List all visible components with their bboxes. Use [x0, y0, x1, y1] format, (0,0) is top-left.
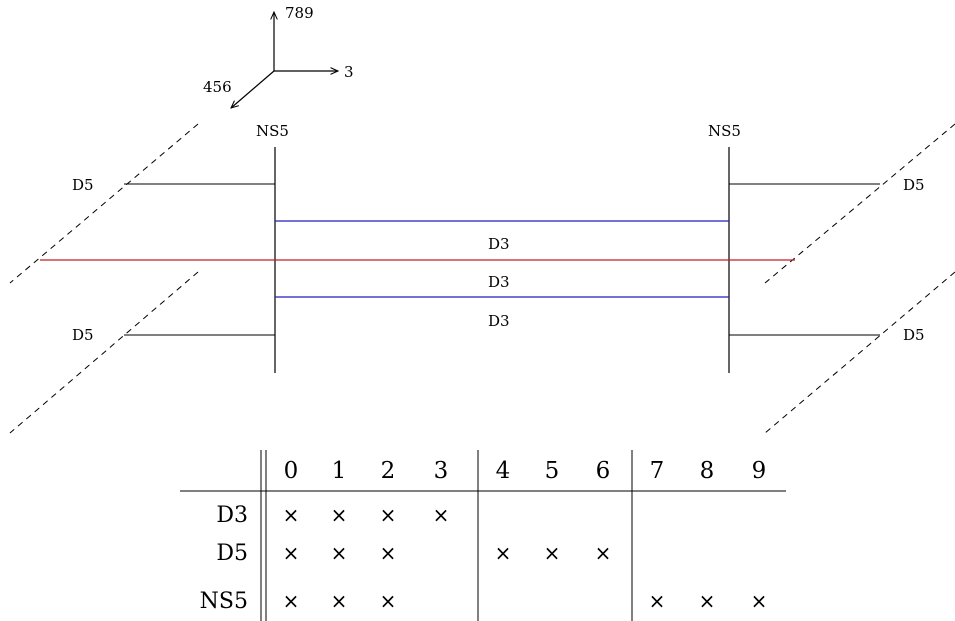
- axis-diag-arrow: [231, 70, 275, 108]
- dashed-line-left-upper: [9, 123, 199, 284]
- table-cell-mark: ×: [331, 541, 348, 565]
- d5-dashed-lines: [9, 123, 955, 434]
- table-row-name: D3: [216, 503, 248, 528]
- table-cell-mark: ×: [380, 541, 397, 565]
- table-cell-mark: ×: [380, 503, 397, 527]
- brane-table: 0 1 2 3 4 5 6 7 8 9D3 × × × × D5 × × × × × × NS5 × × × × × ×: [180, 450, 786, 621]
- table-cell-mark: ×: [649, 589, 666, 613]
- table-row-name: NS5: [200, 589, 248, 614]
- table-cell-mark: ×: [544, 541, 561, 565]
- axis-label-456: 456: [203, 78, 232, 96]
- table-col-header: 3: [434, 458, 449, 484]
- table-cell-mark: ×: [495, 541, 512, 565]
- d3-label-3: D3: [488, 312, 510, 330]
- table-cell-mark: ×: [751, 589, 768, 613]
- dashed-line-right-upper: [764, 123, 955, 284]
- table-row-name: D5: [216, 541, 248, 566]
- axes-indicator: 789 3 456: [203, 4, 354, 108]
- table-cell-mark: ×: [331, 503, 348, 527]
- table-cell-mark: ×: [433, 503, 450, 527]
- d3-label-1: D3: [488, 235, 510, 253]
- table-col-header: 6: [596, 458, 611, 484]
- dashed-line-right-lower: [764, 271, 955, 434]
- axis-label-789: 789: [285, 4, 314, 22]
- dashed-line-left-lower: [9, 271, 199, 434]
- table-col-header: 5: [545, 458, 560, 484]
- d5-lower-right-label: D5: [903, 326, 925, 344]
- d3-label-2: D3: [488, 273, 510, 291]
- d5-lower-left-label: D5: [72, 326, 94, 344]
- table-cell-mark: ×: [283, 589, 300, 613]
- table-cell-mark: ×: [283, 503, 300, 527]
- table-col-header: 9: [752, 458, 767, 484]
- table-cell-mark: ×: [380, 589, 397, 613]
- table-col-header: 4: [496, 458, 511, 484]
- axis-label-3: 3: [344, 63, 354, 81]
- d5-upper-right-label: D5: [903, 176, 925, 194]
- d5-upper-left-label: D5: [72, 176, 94, 194]
- table-cell-mark: ×: [283, 541, 300, 565]
- table-cell-mark: ×: [699, 589, 716, 613]
- table-col-header: 2: [381, 458, 396, 484]
- table-col-header: 0: [284, 458, 299, 484]
- table-col-header: 8: [700, 458, 715, 484]
- table-cell-mark: ×: [595, 541, 612, 565]
- ns5-left-label: NS5: [256, 122, 289, 140]
- table-col-header: 1: [332, 458, 347, 484]
- ns5-right-label: NS5: [708, 122, 741, 140]
- table-cell-mark: ×: [331, 589, 348, 613]
- table-col-header: 7: [650, 458, 665, 484]
